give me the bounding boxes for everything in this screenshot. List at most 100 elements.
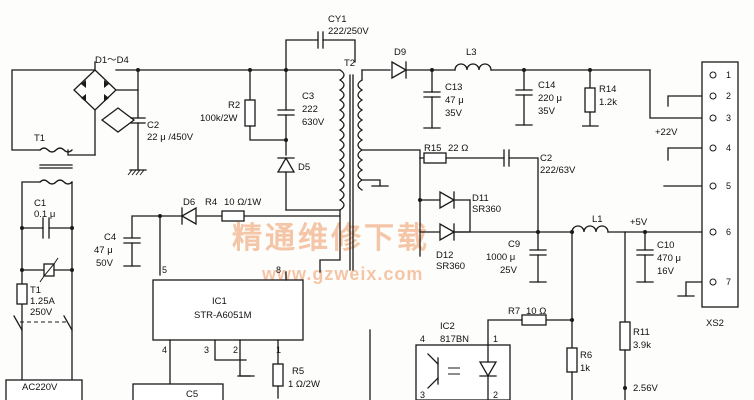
r15-label: R15 [424, 143, 441, 154]
r5-label: R5 [292, 366, 304, 377]
mains-plug [5, 379, 83, 400]
ic2-phototransistor [427, 353, 460, 389]
xs2-pin-7: 7 [726, 277, 731, 287]
r5-value: 1 Ω/2W [288, 379, 320, 390]
c10-capacitor [636, 231, 654, 283]
ic2-pin-1: 1 [493, 334, 498, 344]
c13-label: C13 [445, 82, 462, 93]
r11-value: 3.9k [633, 340, 651, 351]
r5-resistor [272, 363, 284, 387]
ic1-part: STR-A6051M [194, 310, 252, 321]
power-switch [13, 315, 73, 331]
xs2-pins [709, 71, 717, 286]
junction-dots [20, 68, 647, 322]
c14-label: C14 [538, 80, 555, 91]
ic2-led [478, 344, 498, 400]
c10-label: C10 [657, 240, 674, 251]
c14-value: 220 μ [538, 93, 562, 104]
c3-label: C3 [302, 91, 314, 102]
c9-label: C9 [508, 239, 520, 250]
c2-capacitor [127, 117, 147, 176]
l3-inductor [454, 63, 492, 71]
c1-label: C1 [34, 198, 46, 209]
c14-capacitor [515, 69, 533, 126]
v5-label: +5V [630, 217, 648, 228]
d11-label: D11 [472, 193, 489, 204]
cy1-label: CY1 [328, 14, 346, 25]
d12-value: SR360 [436, 261, 465, 272]
wire-ic1-pin2 [239, 339, 251, 377]
c4-value: 47 μ [94, 245, 113, 256]
wire-t2-aux [319, 209, 341, 273]
d5-diode [276, 156, 296, 211]
t1-label: T1 [34, 133, 45, 144]
d9-diode [391, 60, 408, 80]
cy1-value: 222/250V [328, 26, 369, 37]
mains-label: AC220V [22, 382, 58, 393]
r6-resistor [566, 347, 578, 373]
varistor [21, 257, 73, 283]
c3-capacitor [277, 69, 295, 156]
v256-label: 2.56V [633, 383, 658, 394]
r4-value: 10 Ω/1W [224, 197, 261, 208]
r14-resistor [584, 87, 596, 113]
ic1-pin-3: 3 [204, 345, 209, 355]
c14-voltage: 35V [538, 106, 556, 117]
wire-bridge-left [11, 69, 96, 151]
c1-value: 0.1 μ [34, 209, 55, 220]
c4-label: C4 [104, 232, 116, 243]
d6-diode [180, 206, 197, 226]
wire-diode-join [453, 199, 471, 233]
c4-capacitor [123, 215, 161, 267]
wire-left-rail [21, 181, 41, 399]
wire-r7-ic2 [487, 319, 523, 346]
bridge-rectifier [73, 61, 139, 156]
v22-label: +22V [655, 127, 678, 138]
r2-label: R2 [228, 100, 240, 111]
xs2-pin-5: 5 [726, 181, 731, 191]
t2-transformer [338, 69, 364, 271]
c2b-capacitor [503, 149, 510, 167]
ic1-chip [152, 279, 304, 341]
r14-ground [582, 111, 599, 127]
xs2-pin-6: 6 [726, 227, 731, 237]
ic2-optocoupler [415, 344, 511, 400]
fuse-label: T1 [30, 285, 41, 296]
xs2-label: XS2 [706, 318, 724, 329]
fuse-value-current: 1.25A [30, 296, 55, 307]
ic2-pin-4: 4 [420, 334, 425, 344]
ic2-pin-3: 3 [420, 390, 425, 400]
ic1-pin-4: 4 [162, 345, 167, 355]
t1-choke [39, 147, 73, 185]
c9-capacitor [529, 231, 547, 283]
r14-label: R14 [599, 84, 616, 95]
fuse-value-voltage: 250V [30, 307, 53, 318]
r14-value: 1.2k [599, 97, 617, 108]
ic2-pin-2: 2 [493, 390, 498, 400]
wire-cy1-right [322, 39, 356, 63]
v256-node [623, 386, 627, 390]
c3-voltage: 630V [302, 117, 325, 128]
r15-value: 22 Ω [448, 143, 468, 154]
r15-resistor [423, 152, 447, 164]
d12-label: D12 [436, 250, 453, 261]
wire-cy1-left [285, 39, 319, 71]
ic2-part: 817BN [440, 334, 469, 345]
d11-diode [419, 190, 471, 210]
r11-label: R11 [633, 327, 650, 338]
wire-c2-right [508, 157, 539, 233]
ic1-pin-5: 5 [162, 265, 167, 275]
r7-value: 10 Ω [526, 306, 546, 317]
wire-xs2-pin4 [667, 147, 703, 161]
xs2-pin-3: 3 [726, 113, 731, 123]
c4-voltage: 50V [96, 258, 114, 269]
r2-resistor [244, 99, 256, 127]
r2-value: 100k/2W [200, 113, 238, 124]
l1-label: L1 [592, 214, 603, 225]
wire-t2-5v [361, 149, 421, 159]
bridge-lower [100, 107, 136, 133]
c9-value: 1000 μ [486, 252, 515, 263]
r6-value: 1k [580, 363, 590, 374]
